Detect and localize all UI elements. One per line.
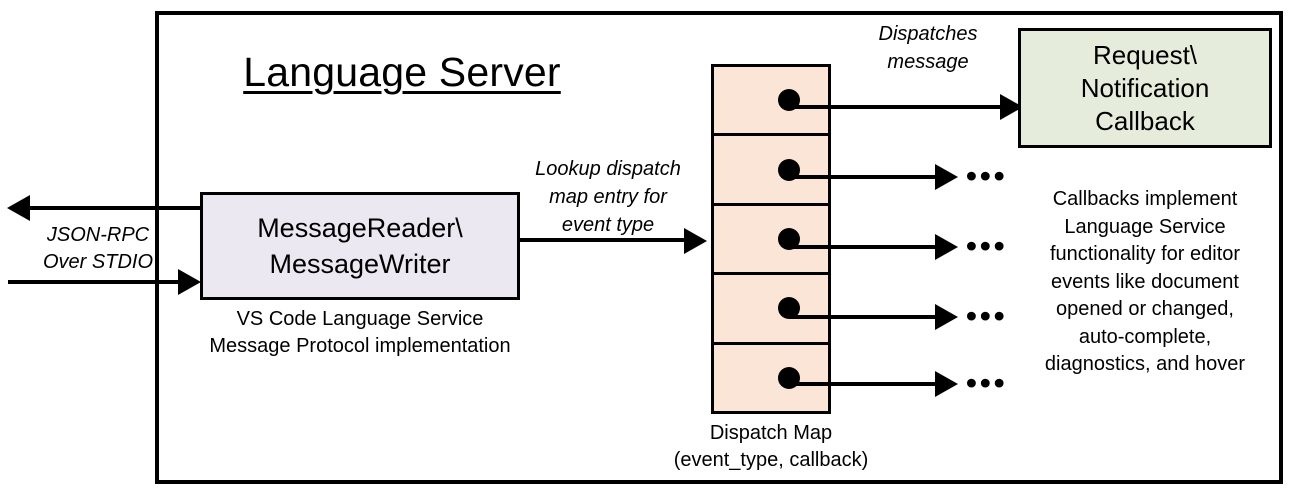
callback-caption-line-5: opened or changed,: [1056, 298, 1234, 320]
message-box-line-2: MessageWriter: [269, 249, 451, 279]
filled-dot-icon: [778, 228, 800, 251]
message-caption-line-2: Message Protocol implementation: [209, 335, 511, 357]
filled-dot-icon: [778, 297, 800, 320]
dispatch-map-row: [714, 275, 828, 345]
arrow-right-icon: [935, 234, 958, 260]
arrow-right-icon: [935, 371, 958, 397]
arrow-left-icon: [7, 195, 30, 221]
lookup-label-line-1: Lookup dispatch: [535, 158, 681, 180]
jsonrpc-label-line-2: Over STDIO: [42, 251, 153, 273]
dispatch-map-row: [714, 345, 828, 411]
dispatch-map-row: [714, 136, 828, 206]
dispatch-caption-line-1: Dispatch Map: [709, 422, 833, 444]
arrow-right-icon: [935, 304, 958, 330]
dispatch-arrow-line-5: [790, 382, 940, 386]
dispatch-map-table: [711, 64, 831, 414]
message-caption-line-1: VS Code Language Service: [236, 308, 484, 330]
dispatch-map-row: [714, 67, 828, 137]
callback-box-line-2: Notification: [1080, 72, 1210, 103]
dispatches-label-line-2: message: [887, 51, 969, 73]
dispatch-arrow-line-2: [790, 175, 940, 179]
jsonrpc-transport-label: JSON-RPC Over STDIO: [18, 222, 178, 276]
callback-caption-line-4: events like document: [1051, 270, 1239, 293]
jsonrpc-outbound-line: [28, 206, 203, 210]
callback-caption-line-3: functionality for editor: [1049, 243, 1241, 265]
ellipsis-mark: •••: [966, 298, 1008, 333]
language-server-title: Language Server: [243, 49, 561, 95]
callback-box-line-3: Callback: [1095, 105, 1195, 136]
callback-caption-line-6: auto-complete,: [1078, 325, 1212, 348]
language-server-container: [155, 11, 1283, 484]
callback-caption-line-7: diagnostics, and hover: [1044, 353, 1246, 375]
lookup-label-line-2: map entry for: [549, 186, 667, 208]
lookup-dispatch-label: Lookup dispatch map entry for event type: [512, 155, 704, 239]
jsonrpc-label-line-1: JSON-RPC: [46, 224, 150, 246]
lookup-label-line-3: event type: [561, 214, 655, 236]
dispatch-arrow-line-4: [790, 315, 940, 319]
callback-caption-line-1: Callbacks implement: [1052, 188, 1238, 210]
ellipsis-mark: •••: [966, 365, 1008, 400]
message-reader-writer-box: MessageReader\ MessageWriter: [200, 192, 520, 300]
dispatch-caption-line-2: (event_type, callback): [673, 449, 869, 471]
arrow-right-icon: [1000, 94, 1023, 120]
arrow-right-icon: [178, 269, 201, 295]
lookup-arrow-line: [520, 238, 688, 242]
dispatch-arrow-line-1: [790, 105, 1005, 109]
jsonrpc-inbound-line: [8, 280, 183, 284]
message-box-caption: VS Code Language Service Message Protoco…: [185, 306, 535, 360]
dispatches-message-label: Dispatches message: [838, 20, 1018, 76]
arrow-right-icon: [935, 164, 958, 190]
ellipsis-mark: •••: [966, 158, 1008, 193]
arrow-right-icon: [684, 228, 707, 254]
ellipsis-mark: •••: [966, 228, 1008, 263]
callback-caption-line-2: Language Service: [1064, 215, 1226, 238]
message-box-line-1: MessageReader\: [257, 213, 463, 243]
dispatches-label-line-1: Dispatches: [878, 23, 978, 45]
dispatch-map-row: [714, 206, 828, 276]
request-notification-callback-box: Request\ Notification Callback: [1018, 28, 1272, 148]
dispatch-map-caption: Dispatch Map (event_type, callback): [631, 420, 911, 474]
callback-box-caption: Callbacks implement Language Service fun…: [1014, 186, 1276, 379]
callback-box-line-1: Request\: [1092, 39, 1198, 70]
dispatch-arrow-line-3: [790, 245, 940, 249]
